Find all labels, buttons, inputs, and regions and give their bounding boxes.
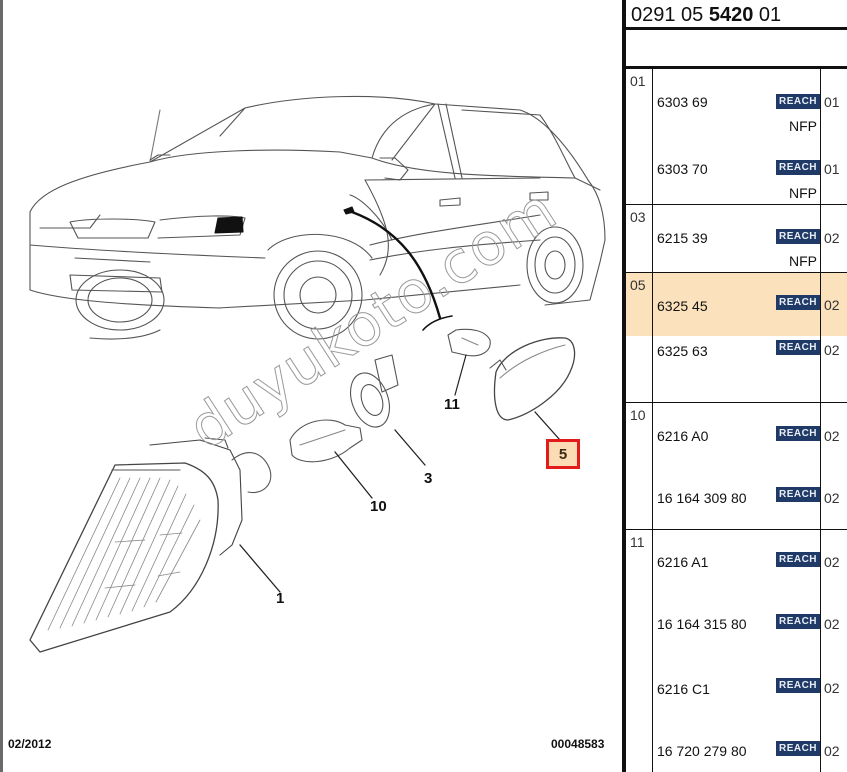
ref-prefix: 0291 05	[631, 4, 704, 26]
left-border	[0, 0, 3, 772]
reach-badge: REACH	[776, 94, 820, 109]
car-illustration	[29, 95, 606, 340]
group-10: 10 6216 A0 REACH 02 16 164 309 80 REACH …	[626, 403, 847, 530]
column-divider	[652, 69, 653, 204]
quantity: 02	[824, 680, 840, 696]
quantity: 02	[824, 297, 840, 313]
quantity: 02	[824, 743, 840, 759]
reach-badge: REACH	[776, 295, 820, 310]
quantity: 01	[824, 94, 840, 110]
callout-5-selected[interactable]: 5	[546, 439, 580, 469]
parts-table: 0291 05 5420 01 01 6303 69 REACH 01 NFP …	[622, 0, 847, 772]
table-header-reference: 0291 05 5420 01	[626, 0, 847, 30]
group-05: 6325 45 REACH 02 6325 63 REACH 02 05	[626, 273, 847, 403]
table-row-selected[interactable]: 6325 45 REACH 02	[626, 273, 847, 336]
reach-badge: REACH	[776, 614, 820, 629]
table-row[interactable]: 6303 69 REACH 01 NFP	[626, 69, 847, 137]
table-row[interactable]: 16 164 309 80 REACH 02	[626, 466, 847, 530]
table-row[interactable]: 6216 A0 REACH 02	[626, 403, 847, 466]
group-number: 11	[630, 534, 645, 550]
reach-badge: REACH	[776, 426, 820, 441]
quantity: 02	[824, 428, 840, 444]
group-number: 03	[630, 209, 646, 225]
group-03: 03 6215 39 REACH 02 NFP	[626, 205, 847, 273]
part-number[interactable]: 16 164 315 80	[657, 616, 747, 632]
table-row[interactable]: 16 720 279 80 REACH 02	[626, 720, 847, 772]
reach-badge: REACH	[776, 487, 820, 502]
column-divider	[820, 403, 821, 529]
column-divider	[652, 403, 653, 529]
nfp-note: NFP	[789, 118, 817, 134]
group-number: 10	[630, 407, 646, 423]
part-number[interactable]: 6303 69	[657, 94, 708, 110]
footer-reference: 00048583	[551, 737, 605, 751]
part-number[interactable]: 6216 A1	[657, 554, 709, 570]
part-number[interactable]: 6215 39	[657, 230, 708, 246]
part-number[interactable]: 16 164 309 80	[657, 490, 747, 506]
group-01: 01 6303 69 REACH 01 NFP 6303 70 REACH 01…	[626, 69, 847, 205]
column-divider	[652, 530, 653, 772]
reach-badge: REACH	[776, 340, 820, 355]
reach-badge: REACH	[776, 678, 820, 693]
ref-suffix: 01	[758, 4, 782, 26]
part-number[interactable]: 6303 70	[657, 161, 708, 177]
table-row[interactable]: 6325 63 REACH 02	[626, 336, 847, 403]
reach-badge: REACH	[776, 552, 820, 567]
part-1-lamp-drawing	[29, 437, 281, 653]
quantity: 02	[824, 342, 840, 358]
column-divider	[820, 205, 821, 272]
column-divider	[820, 530, 821, 772]
nfp-note: NFP	[789, 253, 817, 269]
quantity: 02	[824, 554, 840, 570]
part-number[interactable]: 16 720 279 80	[657, 743, 747, 759]
callout-3[interactable]: 3	[424, 470, 433, 487]
part-number[interactable]: 6325 45	[657, 298, 708, 314]
part-3-holder-drawing	[350, 354, 426, 466]
callout-10[interactable]: 10	[370, 498, 387, 515]
callout-11[interactable]: 11	[444, 396, 460, 413]
quantity: 02	[824, 490, 840, 506]
column-divider	[820, 273, 821, 402]
diagram-artwork	[29, 95, 606, 653]
ref-bold: 5420	[708, 4, 754, 26]
table-row[interactable]: 6303 70 REACH 01 NFP	[626, 137, 847, 205]
table-row[interactable]: 16 164 315 80 REACH 02	[626, 592, 847, 656]
part-number[interactable]: 6325 63	[657, 343, 708, 359]
reach-badge: REACH	[776, 229, 820, 244]
column-divider	[652, 205, 653, 272]
exploded-diagram: duyukoto.com 1 3 5 10 11 02/2012 0004858…	[0, 0, 606, 772]
column-divider	[652, 273, 653, 402]
nfp-note: NFP	[789, 185, 817, 201]
table-subheader	[626, 33, 847, 69]
part-5-repeater-drawing	[489, 337, 576, 441]
quantity: 01	[824, 161, 840, 177]
part-11-bulb-drawing	[447, 328, 491, 396]
table-row[interactable]: 6215 39 REACH 02 NFP	[626, 205, 847, 273]
group-11: 11 6216 A1 REACH 02 16 164 315 80 REACH …	[626, 530, 847, 772]
group-number: 01	[630, 73, 646, 89]
group-number: 05	[630, 277, 646, 293]
part-10-bulb-drawing	[289, 419, 373, 499]
footer-date: 02/2012	[8, 737, 52, 751]
quantity: 02	[824, 230, 840, 246]
reach-badge: REACH	[776, 741, 820, 756]
table-row[interactable]: 6216 C1 REACH 02	[626, 656, 847, 720]
reach-badge: REACH	[776, 160, 820, 175]
quantity: 02	[824, 616, 840, 632]
indicator-pointer	[350, 210, 442, 320]
part-number[interactable]: 6216 C1	[657, 681, 710, 697]
part-number[interactable]: 6216 A0	[657, 428, 709, 444]
table-row[interactable]: 6216 A1 REACH 02	[626, 530, 847, 592]
callout-1[interactable]: 1	[276, 590, 285, 607]
column-divider	[820, 69, 821, 204]
